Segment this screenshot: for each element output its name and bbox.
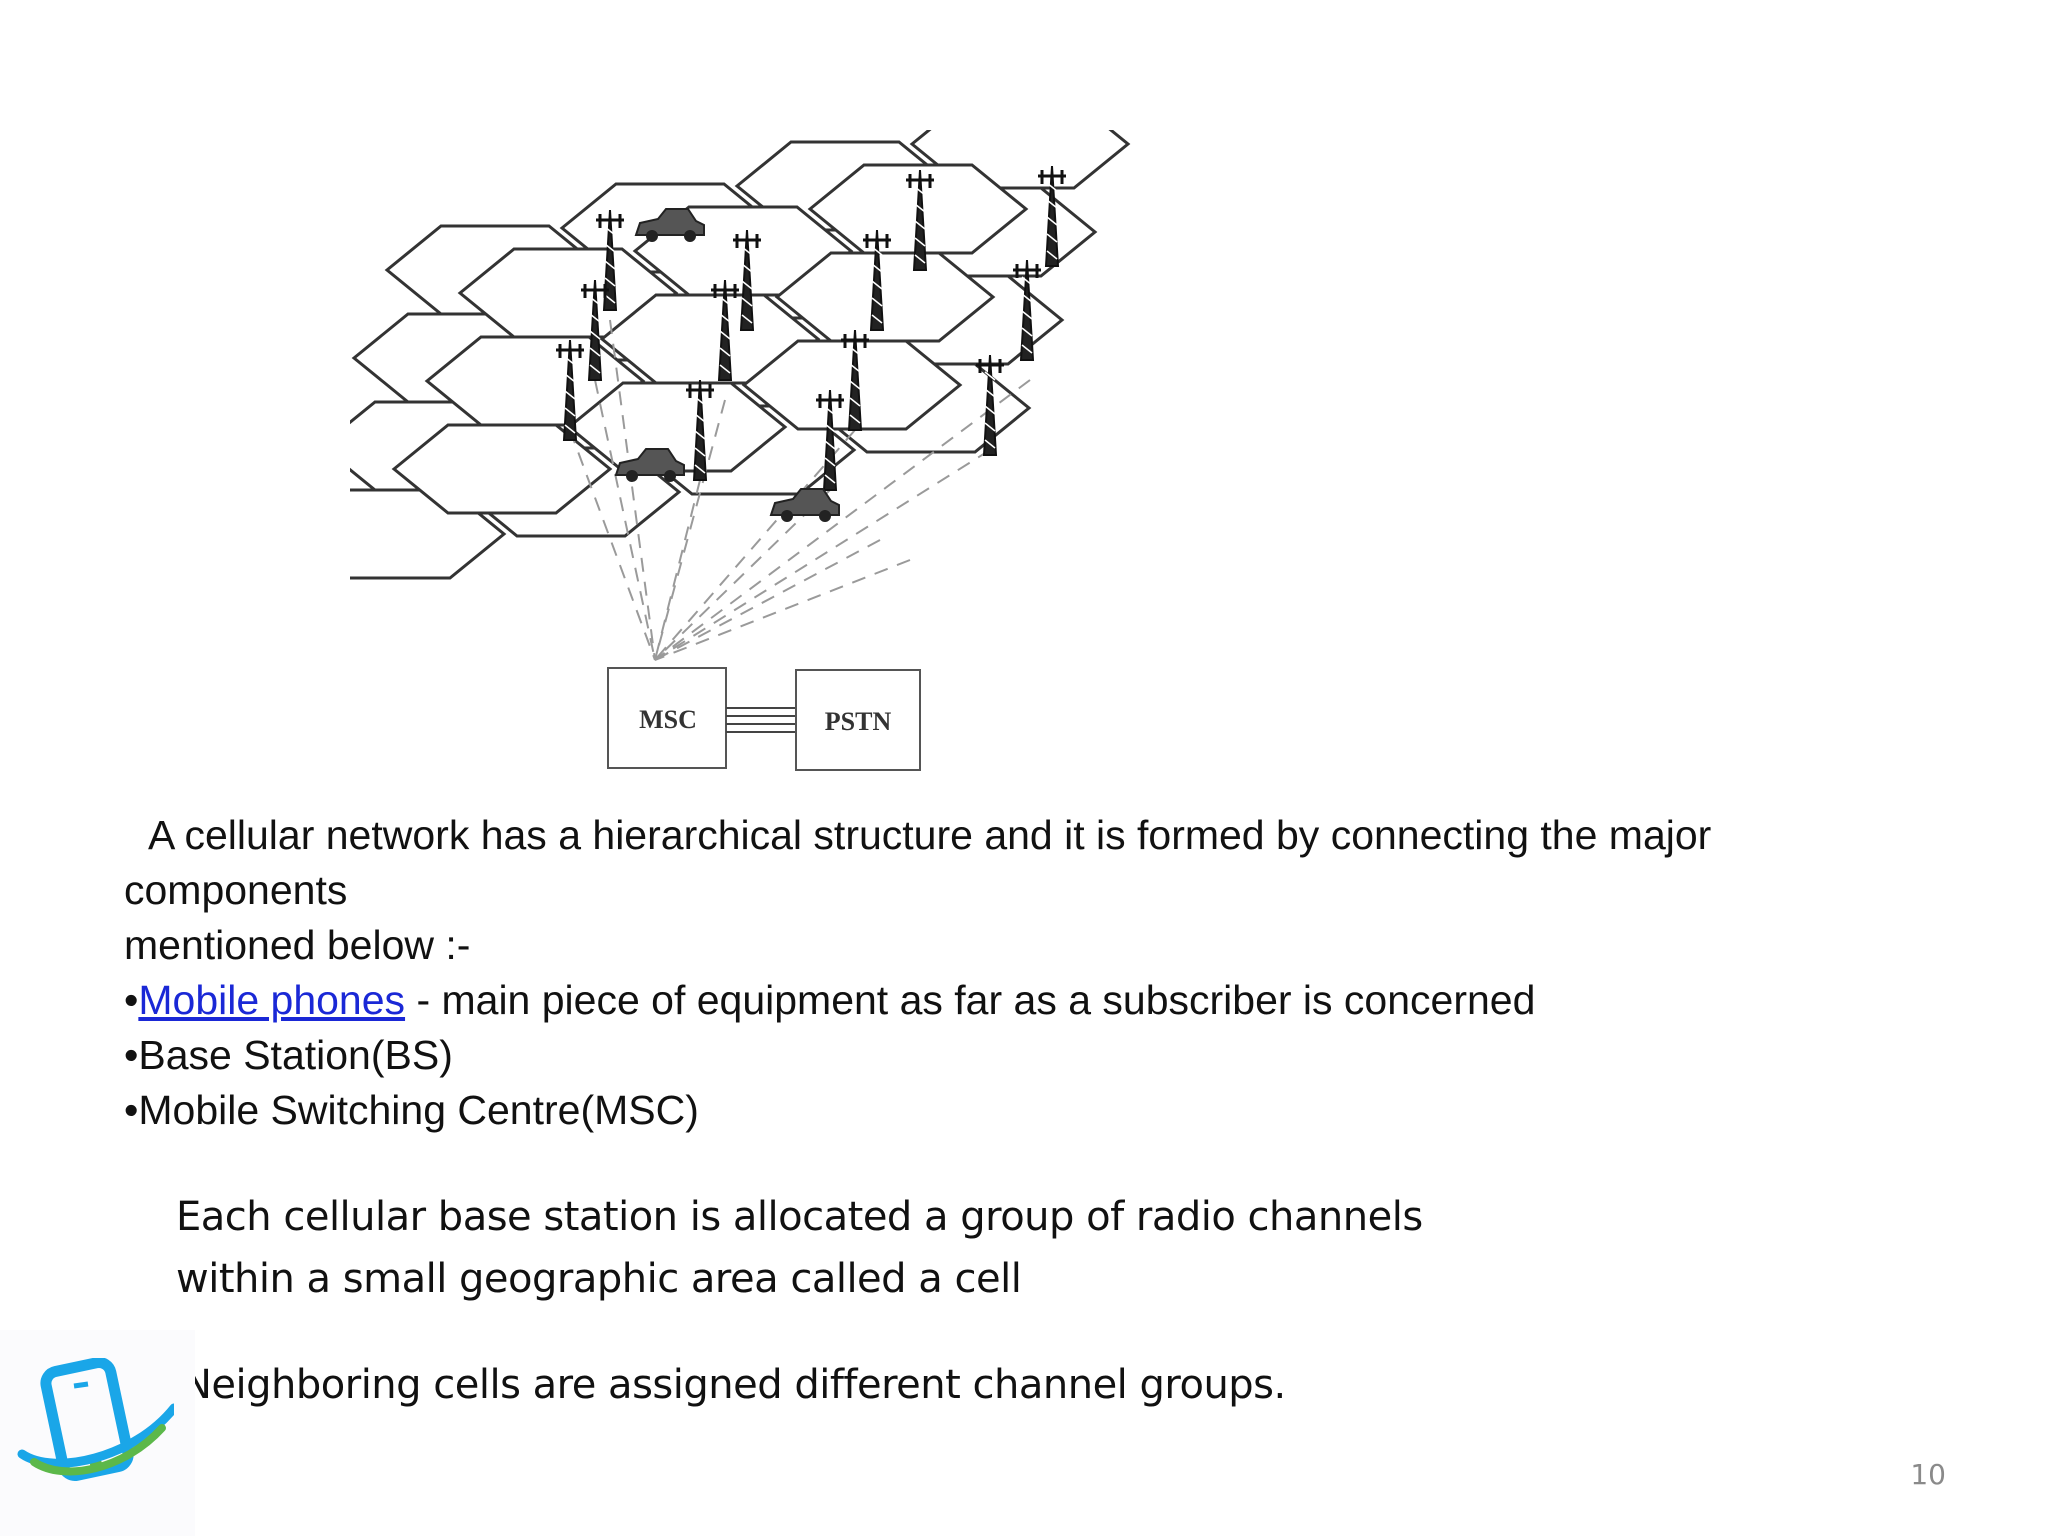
mobile-vehicles	[614, 208, 840, 522]
msc-box	[607, 667, 727, 769]
list-item-text: - main piece of equipment as far as a su…	[405, 977, 1536, 1023]
list-item-base-station: •Base Station(BS)	[124, 1028, 1711, 1083]
tower-icon	[556, 339, 584, 441]
tower-icon	[581, 279, 609, 381]
component-list-block: A cellular network has a hierarchical st…	[124, 808, 1711, 1138]
cell-paragraph-line-1: Each cellular base station is allocated …	[176, 1194, 1423, 1240]
bullet: •	[124, 1087, 139, 1133]
list-item-msc: •Mobile Switching Centre(MSC)	[124, 1083, 1711, 1138]
radio-link-line	[609, 319, 656, 661]
pstn-box	[795, 669, 921, 771]
radio-link-line	[654, 429, 856, 661]
list-item-text: Base Station(BS)	[138, 1032, 453, 1078]
tower-icon	[841, 329, 869, 431]
tower-icon	[711, 279, 739, 381]
list-item-text: Mobile Switching Centre(MSC)	[138, 1087, 699, 1133]
bullet: •	[124, 977, 139, 1023]
list-item-mobile-phones: •Mobile phones - main piece of equipment…	[124, 973, 1711, 1028]
neighbor-cells-paragraph: Neighboring cells are assigned different…	[182, 1362, 1286, 1408]
tower-icon	[596, 209, 624, 311]
cell-definition-paragraph: Each cellular base station is allocated …	[176, 1186, 1423, 1310]
intro-line-3: mentioned below :-	[124, 922, 471, 968]
radio-links	[569, 319, 1031, 661]
radio-link-line	[654, 399, 726, 661]
intro-line-2: components	[124, 867, 348, 913]
mobile-phones-link[interactable]: Mobile phones	[138, 977, 406, 1023]
cellular-network-diagram: MSC PSTN	[350, 130, 1131, 771]
mobile-phone-logo-icon	[17, 1358, 174, 1481]
bullet: •	[124, 1032, 139, 1078]
cell-paragraph-line-2: within a small geographic area called a …	[176, 1256, 1022, 1302]
base-station-towers	[556, 165, 1066, 491]
tower-icon	[1013, 259, 1041, 361]
tower-icon	[733, 229, 761, 331]
intro-line-1: A cellular network has a hierarchical st…	[148, 812, 1712, 858]
radio-link-line	[654, 489, 831, 661]
radio-link-line	[654, 539, 881, 661]
hexagon-cell	[391, 423, 613, 515]
tower-icon	[686, 379, 714, 481]
car-icon	[634, 208, 705, 242]
tower-icon	[976, 354, 1004, 456]
page-number: 10	[1910, 1458, 1946, 1491]
hexagon-cell-grid	[350, 130, 1131, 580]
tower-icon	[863, 229, 891, 331]
msc-pstn-trunk-lines	[726, 707, 796, 733]
tower-icon	[816, 389, 844, 491]
radio-link-line	[654, 559, 911, 661]
pstn-label: PSTN	[825, 707, 892, 736]
radio-link-line	[654, 479, 701, 661]
car-icon	[769, 488, 840, 522]
tower-icon	[906, 169, 934, 271]
radio-link-line	[569, 429, 656, 661]
radio-link-line	[654, 379, 1031, 661]
msc-label: MSC	[639, 705, 697, 734]
radio-link-line	[654, 449, 991, 661]
car-icon	[614, 448, 685, 482]
tower-icon	[1038, 165, 1066, 267]
